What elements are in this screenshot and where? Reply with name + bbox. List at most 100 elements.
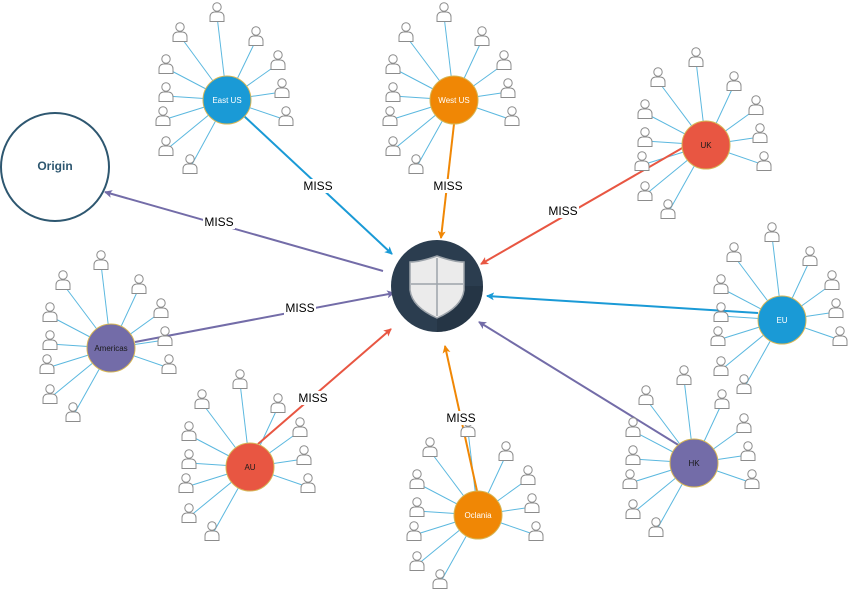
edge-label: MISS (446, 411, 475, 425)
region-node-east-us[interactable]: East US (202, 75, 252, 125)
user-icon (181, 449, 197, 469)
region-node-west-us[interactable]: West US (429, 75, 479, 125)
user-icon (637, 127, 653, 147)
user-icon (158, 136, 174, 156)
user-icon (528, 521, 544, 541)
edge-label-bg (284, 301, 316, 315)
user-icon (55, 270, 71, 290)
user-icon (409, 497, 425, 517)
region-node-eu[interactable]: EU (757, 295, 807, 345)
user-icon (398, 22, 414, 42)
user-icon (408, 154, 424, 174)
user-icon (736, 413, 752, 433)
region-node-au[interactable]: AU (225, 442, 275, 492)
user-icon (676, 365, 692, 385)
user-icon (688, 47, 704, 67)
region-circle (669, 438, 719, 488)
user-icon (740, 441, 756, 461)
origin-label: Origin (37, 159, 72, 173)
region-node-oceania[interactable]: Oclania (453, 490, 503, 540)
miss-edge-americas (134, 290, 395, 343)
user-icon (93, 250, 109, 270)
edge-label: MISS (204, 215, 233, 229)
user-icon (828, 298, 844, 318)
user-icon (274, 78, 290, 98)
shield-icon (409, 255, 465, 319)
user-icon (278, 106, 294, 126)
edge-label: MISS (433, 179, 462, 193)
region-circle (681, 120, 731, 170)
region-label: East US (212, 96, 241, 105)
user-icon (436, 2, 452, 22)
user-icon (300, 473, 316, 493)
user-icon (232, 369, 248, 389)
user-icon (270, 50, 286, 70)
user-icon (736, 374, 752, 394)
edge-label: MISS (298, 391, 327, 405)
region-label: AU (244, 463, 255, 472)
user-icon (158, 54, 174, 74)
edge-label-bg (302, 179, 334, 193)
region-node-hk[interactable]: HK (669, 438, 719, 488)
user-icon (625, 445, 641, 465)
user-icon (172, 22, 188, 42)
user-icon (178, 473, 194, 493)
user-icon (713, 302, 729, 322)
edge-label: MISS (548, 204, 577, 218)
origin-node[interactable]: Origin (0, 112, 110, 222)
user-icon (385, 136, 401, 156)
user-icon (748, 95, 764, 115)
user-icon (496, 50, 512, 70)
user-icon (292, 417, 308, 437)
user-icon (726, 71, 742, 91)
user-icon (153, 298, 169, 318)
miss-edge-eu (486, 292, 759, 314)
miss-edge-center-to-origin (104, 190, 384, 272)
user-icon (194, 389, 210, 409)
user-icon (474, 26, 490, 46)
cdn-node[interactable] (391, 240, 483, 332)
user-icon (39, 354, 55, 374)
user-icon (209, 2, 225, 22)
user-icon (824, 270, 840, 290)
user-icon (504, 106, 520, 126)
user-icon (409, 551, 425, 571)
user-icon (764, 222, 780, 242)
user-icon (622, 469, 638, 489)
user-icon (42, 330, 58, 350)
user-icon (713, 274, 729, 294)
user-icon (385, 54, 401, 74)
edge-label: MISS (285, 301, 314, 315)
region-label: Americas (94, 344, 127, 353)
user-icon (648, 517, 664, 537)
user-icon (131, 274, 147, 294)
user-icon (650, 67, 666, 87)
region-circle (429, 75, 479, 125)
user-icon (181, 503, 197, 523)
region-circle (453, 490, 503, 540)
user-icon (181, 421, 197, 441)
edge-label: MISS (303, 179, 332, 193)
user-icon (182, 154, 198, 174)
region-node-uk[interactable]: UK (681, 120, 731, 170)
miss-edge-uk (480, 146, 685, 265)
user-icon (161, 354, 177, 374)
region-node-americas[interactable]: Americas (86, 323, 136, 373)
user-icon (432, 569, 448, 589)
region-label: Oclania (464, 511, 492, 520)
user-icon (248, 26, 264, 46)
user-icon (524, 493, 540, 513)
edge-label-bg (203, 215, 235, 229)
user-icon (714, 389, 730, 409)
user-icon (637, 99, 653, 119)
region-label: West US (438, 96, 469, 105)
user-icon (520, 465, 536, 485)
user-icon (637, 181, 653, 201)
miss-edge-hk (478, 321, 681, 447)
user-icon (500, 78, 516, 98)
region-label: HK (688, 459, 700, 468)
user-icon (744, 469, 760, 489)
user-icon (42, 384, 58, 404)
user-icon (660, 199, 676, 219)
